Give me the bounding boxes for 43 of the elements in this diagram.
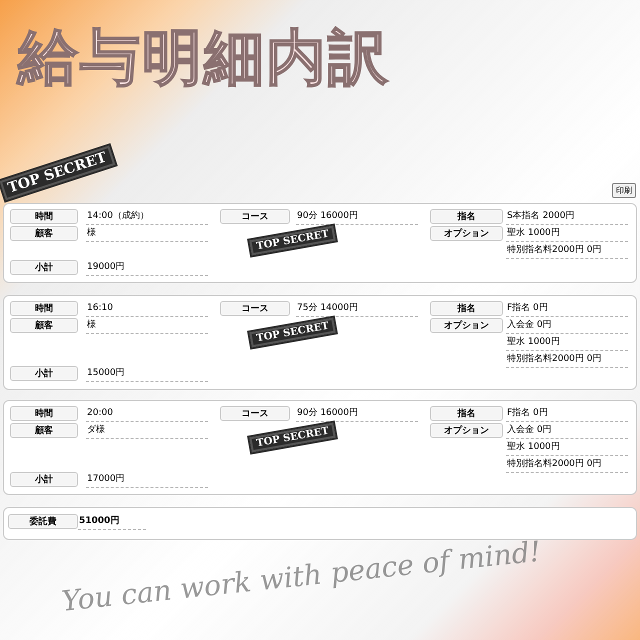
header-label: オプション	[430, 226, 503, 241]
header-label: コース	[220, 406, 290, 421]
value-text: 聖水 1000円	[506, 335, 628, 351]
value-text: 特別指名料2000円 0円	[506, 457, 628, 473]
header-label: 小計	[10, 472, 78, 487]
header-label: オプション	[430, 318, 503, 333]
header-label: 顧客	[10, 318, 78, 333]
header-label: 顧客	[10, 423, 78, 438]
value-text: F指名 0円	[506, 301, 628, 317]
header-label: 顧客	[10, 226, 78, 241]
value-text: 特別指名料2000円 0円	[506, 243, 628, 259]
value-text: 16:10	[86, 301, 208, 317]
header-label: コース	[220, 209, 290, 224]
value-text: 様	[86, 318, 208, 334]
header-label: 時間	[10, 406, 78, 421]
value-text: 51000円	[78, 514, 146, 530]
value-text: F指名 0円	[506, 406, 628, 422]
header-label: コース	[220, 301, 290, 316]
header-label: 指名	[430, 301, 503, 316]
header-label: 小計	[10, 366, 78, 381]
header-label: 時間	[10, 301, 78, 316]
value-text: 17000円	[86, 472, 208, 488]
print-button: 印刷	[612, 183, 636, 198]
header-label: 小計	[10, 260, 78, 275]
value-text: 聖水 1000円	[506, 226, 628, 242]
header-label: 指名	[430, 406, 503, 421]
header-label: 委託費	[8, 514, 78, 529]
header-label: 指名	[430, 209, 503, 224]
title: 給与明細内訳	[18, 22, 390, 95]
script-slogan: You can work with peace of mind!	[60, 534, 542, 618]
value-text: S本指名 2000円	[506, 209, 628, 225]
value-text: 15000円	[86, 366, 208, 382]
value-text: 19000円	[86, 260, 208, 276]
value-text: 聖水 1000円	[506, 440, 628, 456]
header-label: 時間	[10, 209, 78, 224]
value-text: 様	[86, 226, 208, 242]
value-text: 特別指名料2000円 0円	[506, 352, 628, 368]
header-label: オプション	[430, 423, 503, 438]
value-text: 20:00	[86, 406, 208, 422]
value-text: 入会金 0円	[506, 423, 628, 439]
value-text: ダ様	[86, 423, 208, 439]
value-text: 14:00（成約）	[86, 209, 208, 225]
value-text: 入会金 0円	[506, 318, 628, 334]
